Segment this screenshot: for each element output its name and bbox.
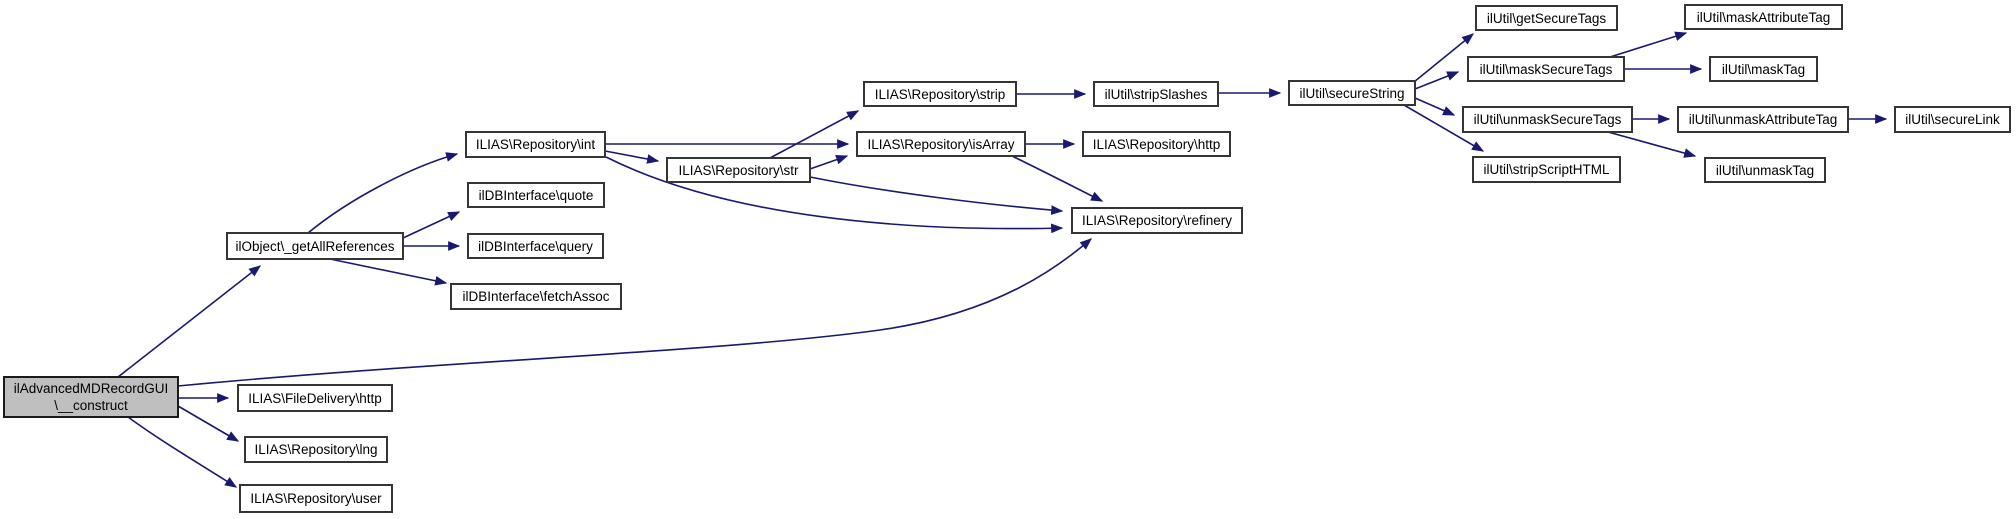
node-label: ilUtil\stripSlashes — [1105, 87, 1208, 102]
node-int[interactable]: ILIAS\Repository\int — [465, 131, 606, 158]
node-label: ilUtil\unmaskSecureTags — [1474, 112, 1622, 127]
edge-secureString-getSecureTags — [1413, 33, 1474, 83]
node-label: ilUtil\maskTag — [1722, 62, 1805, 77]
node-label: ilObject\_getAllReferences — [235, 239, 394, 254]
node-label: ilUtil\getSecureTags — [1487, 11, 1607, 26]
node-maskTag[interactable]: ilUtil\maskTag — [1709, 56, 1818, 82]
node-maskAttributeTag[interactable]: ilUtil\maskAttributeTag — [1684, 4, 1843, 30]
node-getAllReferences[interactable]: ilObject\_getAllReferences — [226, 232, 404, 260]
node-unmaskAttributeTag[interactable]: ilUtil\unmaskAttributeTag — [1677, 106, 1849, 133]
node-construct-label-line1: ilAdvancedMDRecordGUI — [14, 381, 169, 396]
node-label: ilDBInterface\query — [478, 239, 593, 254]
node-construct-label-line2: \__construct — [54, 398, 128, 413]
edge-maskSecureTags-maskAttributeTag — [1609, 31, 1688, 58]
node-query[interactable]: ilDBInterface\query — [467, 233, 604, 259]
node-fetchAssoc[interactable]: ilDBInterface\fetchAssoc — [450, 283, 622, 310]
edge-secureString-stripScriptHTML — [1403, 104, 1485, 152]
node-user[interactable]: ILIAS\Repository\user — [239, 484, 393, 513]
node-label: ILIAS\Repository\int — [476, 137, 596, 152]
edge-getAllReferences-quote — [402, 211, 461, 239]
node-quote[interactable]: ilDBInterface\quote — [467, 182, 605, 208]
node-label: ilDBInterface\fetchAssoc — [462, 289, 609, 304]
node-lng[interactable]: ILIAS\Repository\lng — [244, 436, 388, 463]
node-label: ILIAS\Repository\user — [250, 491, 382, 506]
edge-int-str — [604, 150, 660, 164]
node-getSecureTags[interactable]: ilUtil\getSecureTags — [1475, 5, 1618, 31]
node-label: ilUtil\stripScriptHTML — [1483, 162, 1610, 177]
edge-secureString-unmaskSecureTags — [1414, 97, 1456, 116]
edge-str-strip — [769, 110, 860, 159]
node-fileDeliveryHttp[interactable]: ILIAS\FileDelivery\http — [237, 384, 393, 412]
edge-str-refinery — [809, 176, 1064, 215]
edge-getAllReferences-int — [307, 152, 459, 234]
node-construct-box — [3, 376, 179, 418]
node-stripScriptHTML[interactable]: ilUtil\stripScriptHTML — [1472, 156, 1621, 183]
node-unmaskSecureTags[interactable]: ilUtil\unmaskSecureTags — [1462, 106, 1633, 133]
node-label: ILIAS\Repository\isArray — [867, 137, 1014, 152]
node-label: ILIAS\Repository\http — [1093, 137, 1221, 152]
node-secureString[interactable]: ilUtil\secureString — [1288, 80, 1416, 106]
node-label: ilUtil\unmaskTag — [1716, 163, 1814, 178]
edge-getAllReferences-fetchAssoc — [329, 258, 448, 286]
node-label: ILIAS\FileDelivery\http — [248, 391, 382, 406]
node-str[interactable]: ILIAS\Repository\str — [666, 157, 811, 183]
edge-isArray-refinery — [1011, 155, 1104, 202]
node-label: ilUtil\unmaskAttributeTag — [1689, 112, 1838, 127]
edge-construct-lng — [177, 405, 240, 442]
node-label: ILIAS\Repository\lng — [254, 442, 377, 457]
node-label: ilUtil\secureString — [1299, 86, 1404, 101]
node-isArray[interactable]: ILIAS\Repository\isArray — [856, 131, 1026, 157]
node-unmaskTag[interactable]: ilUtil\unmaskTag — [1704, 157, 1826, 183]
node-strip[interactable]: ILIAS\Repository\strip — [863, 81, 1017, 107]
node-httpRepo[interactable]: ILIAS\Repository\http — [1082, 131, 1231, 157]
edge-construct-user — [127, 416, 238, 488]
node-construct[interactable]: ilAdvancedMDRecordGUI \__construct — [3, 376, 179, 418]
node-label: ilDBInterface\quote — [479, 188, 594, 203]
node-secureLink[interactable]: ilUtil\secureLink — [1894, 106, 2011, 133]
edge-str-isArray — [809, 155, 849, 170]
edge-int-refinery — [605, 156, 1064, 234]
node-label: ILIAS\Repository\strip — [875, 87, 1006, 102]
node-stripSlashes[interactable]: ilUtil\stripSlashes — [1093, 81, 1219, 107]
node-label: ilUtil\maskSecureTags — [1480, 62, 1613, 77]
node-label: ILIAS\Repository\str — [678, 163, 799, 178]
edges — [117, 31, 1888, 488]
node-label: ILIAS\Repository\refinery — [1082, 213, 1232, 228]
edge-construct-refinery — [177, 238, 1092, 387]
node-refinery[interactable]: ILIAS\Repository\refinery — [1071, 207, 1243, 234]
node-label: ilUtil\secureLink — [1905, 112, 2000, 127]
edge-construct-getAllReferences — [117, 265, 262, 378]
node-label: ilUtil\maskAttributeTag — [1697, 10, 1831, 25]
edge-unmaskSecureTags-unmaskTag — [1607, 131, 1697, 158]
edge-secureString-maskSecureTags — [1414, 71, 1460, 90]
node-maskSecureTags[interactable]: ilUtil\maskSecureTags — [1467, 56, 1625, 82]
